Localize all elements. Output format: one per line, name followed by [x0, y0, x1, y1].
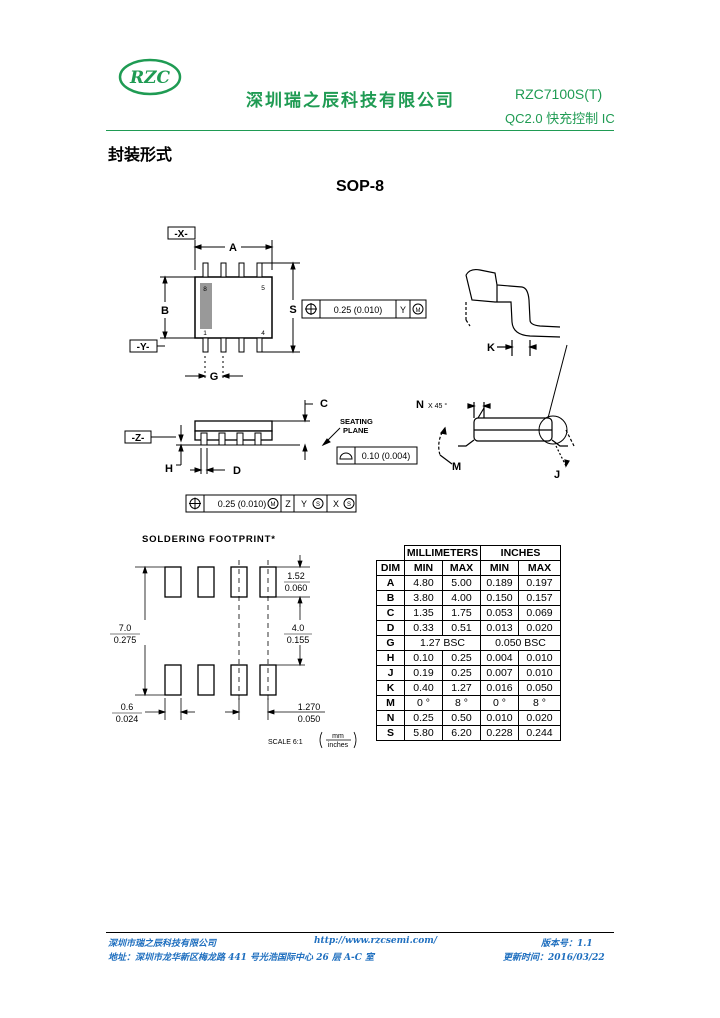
- tol-1-datum-y: Y: [400, 305, 406, 315]
- fp-152-in: 0.060: [285, 583, 308, 593]
- fp-70-in: 0.275: [114, 635, 137, 645]
- tol-2-datum-z: Z: [285, 499, 291, 509]
- tol-2-modifier-m: M: [271, 502, 276, 508]
- dim-n-angle: X 45 °: [428, 402, 447, 410]
- dim-s-label: S: [289, 304, 296, 316]
- seating-plane-label-1: SEATING: [340, 417, 373, 426]
- dim-header: DIM: [376, 560, 405, 576]
- dim-c-label: C: [320, 398, 328, 410]
- pin8-label: 8: [203, 286, 207, 293]
- dim-d-label: D: [233, 465, 241, 477]
- fp-127-mm: 1.270: [298, 702, 321, 712]
- footer-company: 深圳市瑞之辰科技有限公司: [108, 939, 217, 949]
- part-description: QC2.0 快充控制 IC: [505, 111, 615, 126]
- dim-k-label: K: [487, 342, 495, 354]
- dim-j-label: J: [554, 469, 560, 481]
- pin5-label: 5: [261, 285, 265, 292]
- footer-version: 版本号：1.1: [541, 939, 593, 949]
- mm-min-header: MIN: [404, 560, 443, 576]
- seating-plane-label-2: PLANE: [343, 426, 368, 435]
- datum-z-label: -Z-: [132, 433, 145, 444]
- detail-leader: [547, 344, 568, 419]
- chamfer-detail: [438, 402, 575, 468]
- top-view: [129, 226, 427, 380]
- footer-updated: 更新时间：2016/03/22: [503, 953, 605, 963]
- side-view: [124, 400, 418, 474]
- dimension-table: MILLIMETERS INCHES DIM MIN MAX MIN MAX A…: [376, 545, 561, 741]
- dim-h-label: H: [165, 463, 173, 475]
- fp-40-mm: 4.0: [292, 623, 305, 633]
- pin1-label: 1: [203, 330, 207, 337]
- in-min-header: MIN: [480, 560, 519, 576]
- footer-address: 地址：深圳市龙华新区梅龙路 441 号光浩国际中心 26 层 A-C 室: [108, 953, 374, 963]
- package-title: SOP-8: [335, 178, 384, 195]
- dim-m-label: M: [452, 461, 461, 473]
- tol-flatness-value: 0.10 (0.004): [362, 451, 411, 461]
- fp-70-mm: 7.0: [119, 623, 132, 633]
- part-number: RZC7100S(T): [515, 86, 603, 102]
- section-title: 封装形式: [108, 147, 173, 164]
- in-max-header: MAX: [518, 560, 561, 576]
- tol-pos-2-value: 0.25 (0.010): [218, 499, 267, 509]
- company-logo: RZC: [118, 58, 182, 96]
- fp-127-in: 0.050: [298, 714, 321, 724]
- tolerance-frame-2: [185, 494, 357, 513]
- pin4-label: 4: [261, 330, 265, 337]
- company-name: 深圳瑞之辰科技有限公司: [246, 91, 455, 111]
- tol-pos-1-value: 0.25 (0.010): [334, 305, 383, 315]
- tol-2-modifier-s1: S: [316, 502, 320, 508]
- dim-n-label: N: [416, 399, 424, 411]
- fp-06-in: 0.024: [116, 714, 139, 724]
- footer-divider: [106, 932, 614, 933]
- dim-g-label: G: [210, 371, 219, 383]
- lead-detail: [465, 268, 561, 356]
- footer-url-link[interactable]: http://www.rzcsemi.com/: [314, 936, 438, 946]
- dim-a-label: A: [229, 242, 237, 254]
- tol-2-datum-y: Y: [301, 499, 307, 509]
- fp-152-mm: 1.52: [287, 571, 305, 581]
- tol-1-modifier-m: M: [416, 308, 421, 314]
- tol-2-modifier-s2: S: [347, 502, 351, 508]
- fp-unit-mm: mm: [332, 733, 344, 740]
- tol-2-datum-x: X: [333, 499, 339, 509]
- fp-40-in: 0.155: [287, 635, 310, 645]
- fp-unit-inches: inches: [328, 742, 349, 749]
- logo-text: RZC: [129, 68, 171, 88]
- soldering-footprint: [135, 555, 357, 749]
- in-header: INCHES: [480, 545, 561, 561]
- fp-06-mm: 0.6: [121, 702, 134, 712]
- mm-header: MILLIMETERS: [404, 545, 481, 561]
- datum-y-label: -Y-: [137, 342, 150, 353]
- fp-scale: SCALE 6:1: [268, 739, 303, 746]
- footprint-title: SOLDERING FOOTPRINT*: [142, 534, 276, 545]
- header-divider: [106, 130, 614, 131]
- datum-x-label: -X-: [174, 229, 187, 240]
- dim-b-label: B: [161, 305, 169, 317]
- mm-max-header: MAX: [442, 560, 481, 576]
